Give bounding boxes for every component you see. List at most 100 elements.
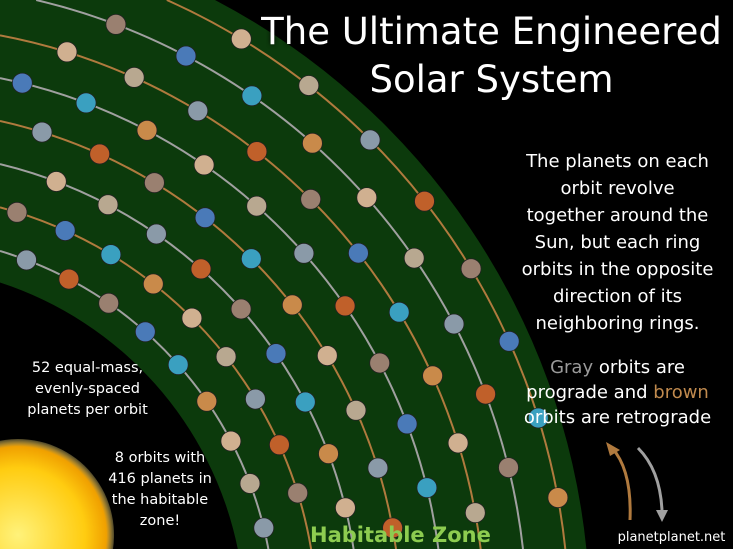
planet <box>54 220 76 242</box>
planet <box>334 295 356 317</box>
planet <box>396 413 418 435</box>
planet <box>136 119 158 141</box>
planet <box>244 388 266 410</box>
note-line: planets per orbit <box>27 402 148 418</box>
description-line: Sun, but each ring <box>534 232 701 253</box>
planet <box>334 497 356 519</box>
legend-text: prograde and <box>526 382 654 403</box>
orbit-legend: Gray orbits are prograde and brown orbit… <box>505 355 730 430</box>
planet <box>298 75 320 96</box>
planet <box>230 298 252 320</box>
planet <box>460 258 482 280</box>
planet <box>475 383 497 405</box>
description-text: The planets on each orbit revolve togeth… <box>505 148 730 337</box>
description-line: neighboring rings. <box>535 313 700 334</box>
planet <box>230 28 252 50</box>
planet <box>527 407 549 429</box>
planet <box>498 457 519 479</box>
planet <box>498 330 520 352</box>
planet <box>6 201 28 223</box>
planet <box>359 129 381 151</box>
planet <box>268 434 290 456</box>
description-line: orbit revolve <box>560 178 675 199</box>
planet <box>145 223 167 245</box>
planet <box>287 482 309 504</box>
planet <box>403 247 425 269</box>
planet <box>100 244 122 266</box>
note-line: 8 orbits with <box>114 450 206 466</box>
legend-brown-word: brown <box>653 382 709 403</box>
title-line-2: Solar System <box>369 58 614 101</box>
planet <box>56 41 78 63</box>
planet <box>181 307 203 329</box>
planet <box>388 301 410 323</box>
orbit-ring <box>0 77 440 549</box>
planet <box>414 190 435 212</box>
legend-text: orbits are retrograde <box>523 407 712 428</box>
planet <box>369 352 391 374</box>
note-line: 416 planets in <box>108 471 212 487</box>
prograde-arrow <box>636 446 664 511</box>
planet <box>447 432 469 454</box>
prograde-arrowhead-icon <box>656 510 668 522</box>
planet <box>301 132 323 154</box>
planet <box>246 195 268 217</box>
planet <box>382 517 404 539</box>
title-line-1: The Ultimate Engineered <box>261 10 722 53</box>
planet <box>281 294 303 316</box>
retrograde-arrow <box>610 446 632 521</box>
planet <box>422 365 444 387</box>
planet <box>105 13 127 35</box>
planet <box>142 273 164 295</box>
planet <box>75 92 97 114</box>
planet <box>246 141 268 163</box>
planet <box>194 207 216 229</box>
planet <box>193 154 215 176</box>
planet <box>196 390 218 412</box>
planet <box>464 502 486 524</box>
planet <box>416 477 438 499</box>
planet <box>318 443 339 465</box>
planet <box>265 343 287 365</box>
note-line: evenly-spaced <box>35 381 140 397</box>
planet <box>89 143 111 165</box>
planet <box>98 292 120 314</box>
planet <box>187 100 209 122</box>
description-line: orbits in the opposite <box>521 259 714 280</box>
planet <box>300 188 322 210</box>
legend-gray-word: Gray <box>550 357 594 378</box>
planet <box>190 258 212 280</box>
orbit-ring <box>166 0 567 549</box>
planet <box>294 391 316 413</box>
note-line: the habitable <box>111 492 209 508</box>
planet <box>241 85 263 107</box>
credit-link[interactable]: planetplanet.net <box>617 530 726 545</box>
habitable-zone-label: Habitable Zone <box>310 523 491 547</box>
planet <box>97 194 119 216</box>
orbits-note: 8 orbits with 416 planets in the habitab… <box>100 448 220 532</box>
planet <box>253 517 275 539</box>
description-line: direction of its <box>552 286 683 307</box>
planet <box>123 67 145 88</box>
planet <box>134 321 156 343</box>
planet <box>215 346 237 368</box>
planet <box>345 399 367 421</box>
planet <box>11 72 33 94</box>
planet <box>547 487 569 509</box>
planet <box>175 45 197 67</box>
legend-text: orbits are <box>593 357 685 378</box>
planet <box>316 345 338 367</box>
planet <box>347 242 369 264</box>
note-line: zone! <box>139 513 181 529</box>
direction-arrows <box>606 442 668 522</box>
description-line: together around the <box>526 205 709 226</box>
planet <box>167 354 189 376</box>
planet <box>443 313 465 335</box>
planet <box>45 171 67 192</box>
planet <box>58 268 80 290</box>
note-line: 52 equal-mass, <box>31 360 144 376</box>
planet <box>16 249 37 271</box>
planet <box>367 457 389 479</box>
